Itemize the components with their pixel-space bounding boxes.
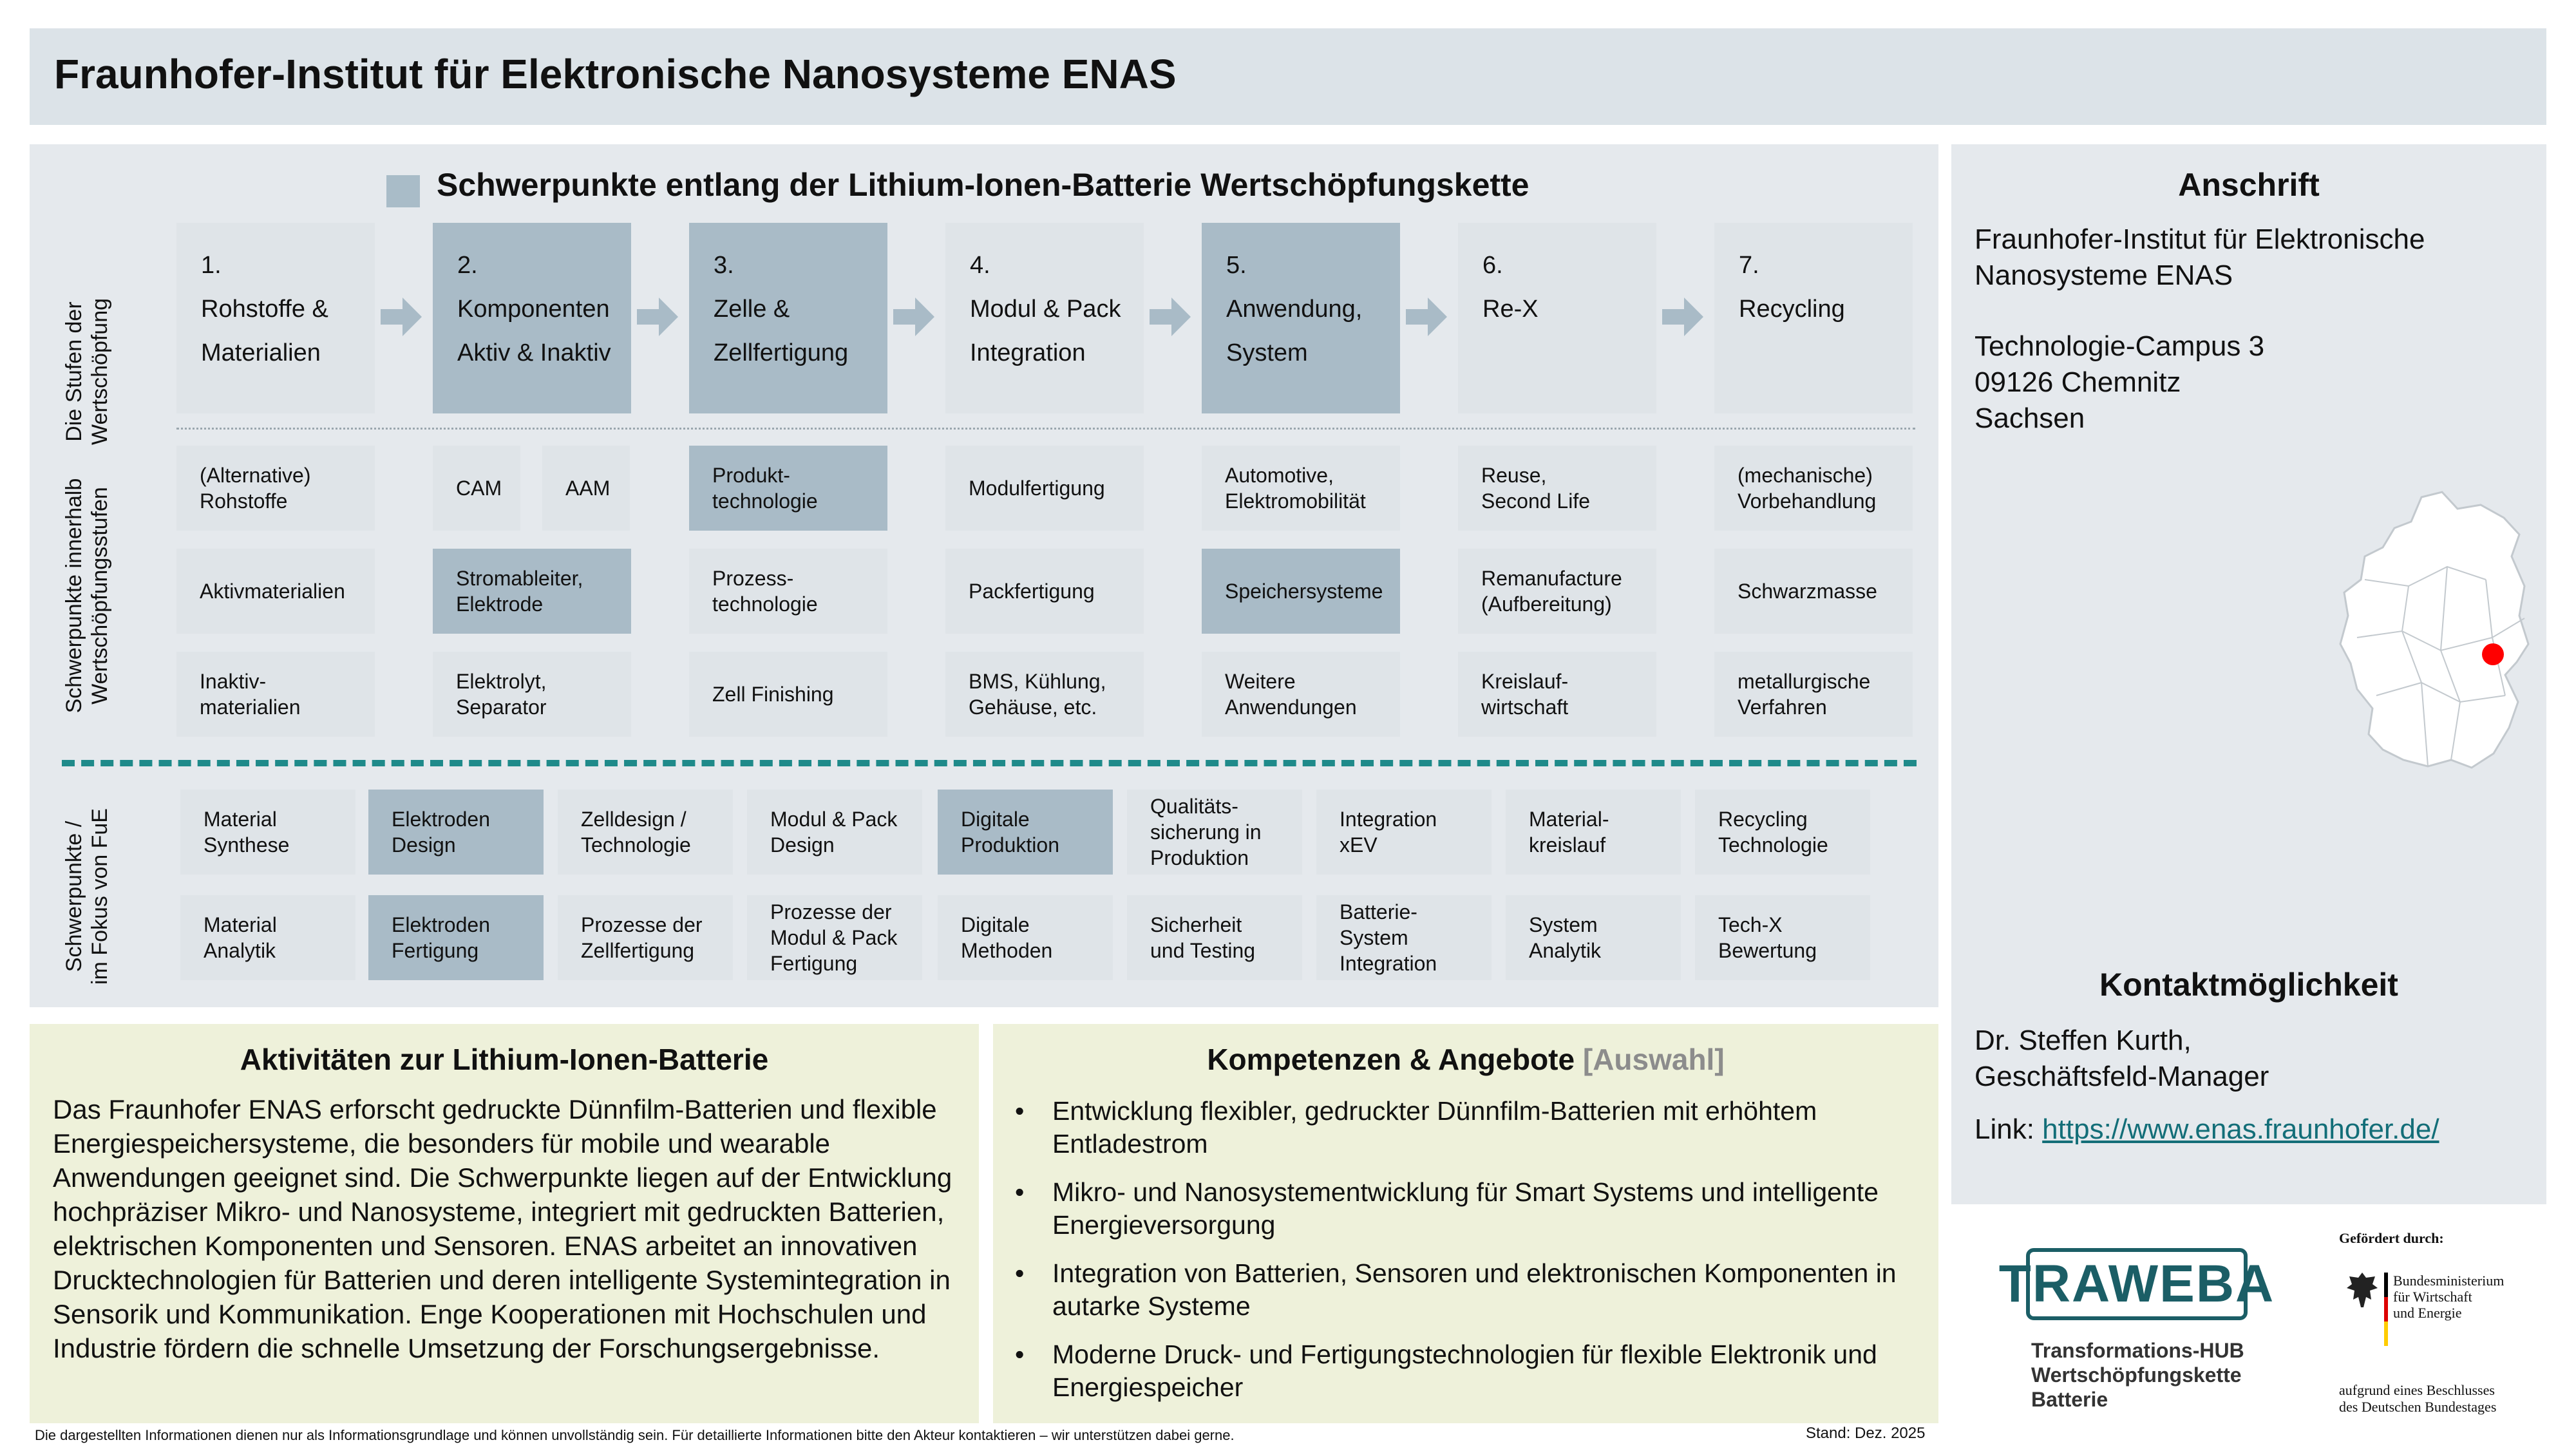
bundestag-note: aufgrund eines Beschlusses des Deutschen… bbox=[2339, 1382, 2497, 1415]
stage-box: 3. Zelle & Zellfertigung bbox=[689, 223, 887, 413]
ministry-name: Bundesministerium für Wirtschaft und Ene… bbox=[2393, 1273, 2505, 1321]
stage-box: 6. Re-X bbox=[1458, 223, 1656, 413]
list-item: •Moderne Druck- und Fertigungstechnologi… bbox=[1015, 1340, 1877, 1402]
contact-heading: Kontaktmöglichkeit bbox=[2099, 967, 2398, 1003]
focus-cell: (Alternative) Rohstoffe bbox=[176, 446, 375, 531]
activities-panel bbox=[30, 1024, 979, 1423]
competences-panel bbox=[993, 1024, 1938, 1423]
address-line: Sachsen bbox=[1975, 402, 2085, 434]
arrow-right-icon bbox=[637, 298, 678, 336]
focus-cell: Weitere Anwendungen bbox=[1202, 652, 1400, 737]
bullet-icon: • bbox=[1015, 1340, 1025, 1369]
value-chain-title: Schwerpunkte entlang der Lithium-Ionen-B… bbox=[437, 167, 1530, 203]
activities-text: Das Fraunhofer ENAS erforscht gedruckte … bbox=[53, 1094, 952, 1363]
flag-stripes-icon bbox=[2384, 1273, 2388, 1346]
focus-cell: Kreislauf- wirtschaft bbox=[1458, 652, 1656, 737]
contact-name: Dr. Steffen Kurth, bbox=[1975, 1025, 2192, 1056]
focus-cell: Produkt- technologie bbox=[689, 446, 887, 531]
stage-divider bbox=[176, 428, 1915, 430]
header-bar bbox=[30, 28, 2546, 125]
rnd-cell: Recycling Technologie bbox=[1695, 790, 1870, 875]
rnd-cell: Sicherheit und Testing bbox=[1127, 895, 1302, 980]
focus-cell: CAM bbox=[433, 446, 520, 531]
focus-cell: Reuse, Second Life bbox=[1458, 446, 1656, 531]
rnd-cell: Elektroden Design bbox=[368, 790, 544, 875]
rnd-cell: Digitale Produktion bbox=[938, 790, 1113, 875]
focus-cell: Modulfertigung bbox=[945, 446, 1144, 531]
rnd-cell: Zelldesign / Technologie bbox=[558, 790, 733, 875]
arrow-right-icon bbox=[893, 298, 934, 336]
rnd-cell: Material Analytik bbox=[180, 895, 355, 980]
bullet-icon: • bbox=[1015, 1096, 1025, 1126]
row-label-stages: Die Stufen der Wertschöpfung bbox=[62, 298, 112, 446]
website-link[interactable]: https://www.enas.fraunhofer.de/ bbox=[2042, 1113, 2439, 1145]
rnd-cell: System Analytik bbox=[1506, 895, 1681, 980]
page-title: Fraunhofer-Institut für Elektronische Na… bbox=[54, 51, 1177, 97]
traweba-logo: TRAWEBA bbox=[1999, 1248, 2273, 1320]
contact-link-row: Link: https://www.enas.fraunhofer.de/ bbox=[1975, 1113, 2439, 1145]
address-line: Technologie-Campus 3 bbox=[1975, 330, 2265, 362]
list-item: •Mikro- und Nanosystementwicklung für Sm… bbox=[1015, 1177, 1879, 1240]
focus-cell: Schwarzmasse bbox=[1714, 549, 1913, 634]
focus-cell: (mechanische) Vorbehandlung bbox=[1714, 446, 1913, 531]
arrow-right-icon bbox=[1406, 298, 1447, 336]
arrow-right-icon bbox=[1150, 298, 1191, 336]
rnd-cell: Prozesse der Zellfertigung bbox=[558, 895, 733, 980]
rnd-cell: Batterie- System Integration bbox=[1316, 895, 1492, 980]
stage-box: 5. Anwendung, System bbox=[1202, 223, 1400, 413]
rnd-cell: Qualitäts- sicherung in Produktion bbox=[1127, 790, 1302, 875]
rnd-cell: Prozesse der Modul & Pack Fertigung bbox=[747, 895, 922, 980]
focus-cell: Remanufacture (Aufbereitung) bbox=[1458, 549, 1656, 634]
focus-cell: BMS, Kühlung, Gehäuse, etc. bbox=[945, 652, 1144, 737]
address-line: 09126 Chemnitz bbox=[1975, 366, 2181, 398]
selection-note: [Auswahl] bbox=[1582, 1043, 1725, 1076]
focus-cell: Packfertigung bbox=[945, 549, 1144, 634]
list-item: •Integration von Batterien, Sensoren und… bbox=[1015, 1258, 1897, 1321]
focus-cell: AAM bbox=[542, 446, 630, 531]
address-line: Nanosysteme ENAS bbox=[1975, 260, 2233, 291]
focus-cell: Zell Finishing bbox=[689, 652, 887, 737]
address-heading: Anschrift bbox=[2178, 167, 2320, 203]
address-line: Fraunhofer-Institut für Elektronische bbox=[1975, 223, 2425, 255]
rnd-divider bbox=[62, 760, 1917, 766]
rnd-cell: Integration xEV bbox=[1316, 790, 1492, 875]
focus-cell: Inaktiv- materialien bbox=[176, 652, 375, 737]
rnd-cell: Material- kreislauf bbox=[1506, 790, 1681, 875]
competences-list: •Entwicklung flexibler, gedruckter Dünnf… bbox=[1005, 1095, 1926, 1419]
federal-eagle-icon bbox=[2347, 1273, 2378, 1307]
activities-heading: Aktivitäten zur Lithium-Ionen-Batterie bbox=[240, 1043, 769, 1076]
focus-cell: Prozess- technologie bbox=[689, 549, 887, 634]
rnd-cell: Tech-X Bewertung bbox=[1695, 895, 1870, 980]
focus-cell: Speichersysteme bbox=[1202, 549, 1400, 634]
rnd-cell: Modul & Pack Design bbox=[747, 790, 922, 875]
focus-cell: Aktivmaterialien bbox=[176, 549, 375, 634]
bullet-icon: • bbox=[1015, 1258, 1025, 1288]
bullet-icon: • bbox=[1015, 1177, 1025, 1207]
focus-cell: Elektrolyt, Separator bbox=[433, 652, 631, 737]
stage-box: 7. Recycling bbox=[1714, 223, 1913, 413]
contact-role: Geschäftsfeld-Manager bbox=[1975, 1061, 2269, 1092]
disclaimer: Die dargestellten Informationen dienen n… bbox=[35, 1427, 1235, 1443]
germany-map-icon bbox=[2339, 491, 2530, 769]
stage-box: 1. Rohstoffe & Materialien bbox=[176, 223, 375, 413]
date-stamp: Stand: Dez. 2025 bbox=[1806, 1425, 1926, 1442]
focus-cell: Stromableiter, Elektrode bbox=[433, 549, 631, 634]
location-dot-icon bbox=[2482, 643, 2504, 665]
list-item: •Entwicklung flexibler, gedruckter Dünnf… bbox=[1015, 1096, 1817, 1159]
funded-by-label: Gefördert durch: bbox=[2339, 1230, 2444, 1246]
rnd-cell: Digitale Methoden bbox=[938, 895, 1113, 980]
focus-cell: Automotive, Elektromobilität bbox=[1202, 446, 1400, 531]
rnd-cell: Material Synthese bbox=[180, 790, 355, 875]
arrow-right-icon bbox=[1662, 298, 1703, 336]
stage-box: 2. Komponenten Aktiv & Inaktiv bbox=[433, 223, 631, 413]
row-label-rnd: Schwerpunkte / im Fokus von FuE bbox=[62, 808, 112, 985]
rnd-cell: Elektroden Fertigung bbox=[368, 895, 544, 980]
title-square-icon bbox=[386, 175, 420, 207]
row-label-focus: Schwerpunkte innerhalb Wertschöpfungsstu… bbox=[62, 478, 112, 714]
traweba-subtitle: Transformations-HUB Wertschöpfungskette … bbox=[2031, 1339, 2244, 1411]
focus-cell: metallurgische Verfahren bbox=[1714, 652, 1913, 737]
arrow-right-icon bbox=[381, 298, 422, 336]
stage-box: 4. Modul & Pack Integration bbox=[945, 223, 1144, 413]
competences-heading: Kompetenzen & Angebote [Auswahl] bbox=[1207, 1043, 1725, 1076]
